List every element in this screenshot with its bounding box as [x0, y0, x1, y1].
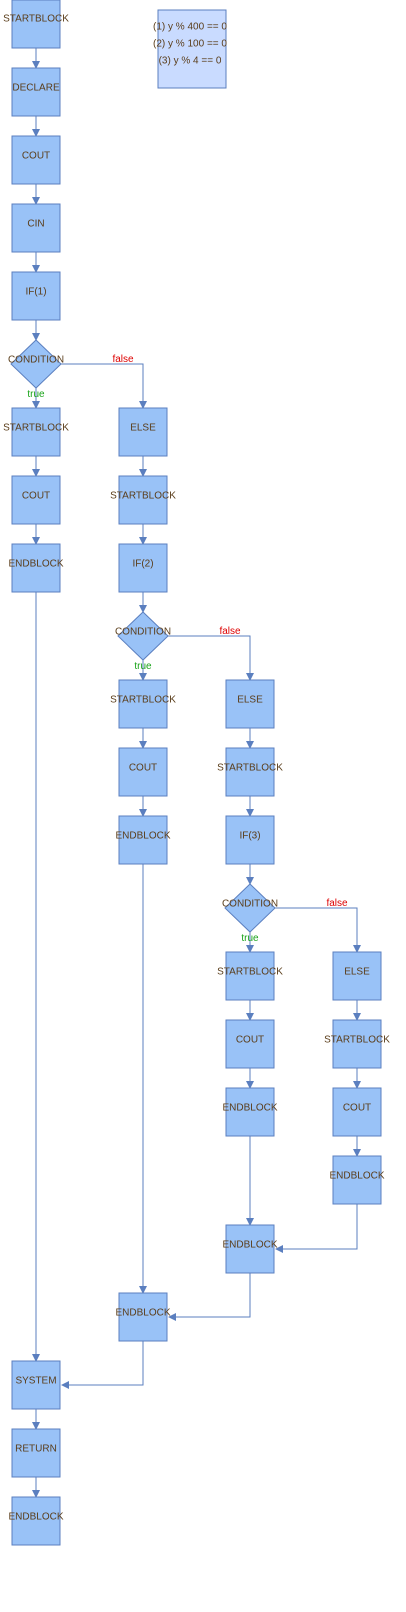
edge	[275, 1204, 358, 1253]
node-cout: COUT	[11, 475, 61, 525]
node-label: IF(2)	[132, 559, 153, 570]
node-label: CIN	[27, 219, 44, 230]
true-label: true	[134, 661, 152, 672]
node-label: ELSE	[237, 695, 263, 706]
edge-false	[275, 907, 361, 953]
true-label: true	[241, 933, 259, 944]
node-startblock: STARTBLOCK	[324, 1019, 390, 1069]
node-if-2: IF(2)	[118, 543, 168, 593]
node-declare: DECLARE	[11, 67, 61, 117]
node-label: STARTBLOCK	[3, 14, 69, 25]
node-cout: COUT	[332, 1087, 382, 1137]
node-condition-1: CONDITION	[8, 339, 64, 389]
node-startblock: STARTBLOCK	[110, 679, 176, 729]
edge-false	[168, 635, 254, 681]
node-label: ENDBLOCK	[8, 559, 63, 570]
node-label: COUT	[129, 763, 157, 774]
edges	[32, 48, 361, 1498]
node-label: ENDBLOCK	[329, 1171, 384, 1182]
node-endblock: ENDBLOCK	[8, 543, 64, 593]
node-label: DECLARE	[12, 83, 60, 94]
node-endblock: ENDBLOCK	[329, 1155, 385, 1205]
node-label: IF(1)	[25, 287, 46, 298]
node-cin: CIN	[11, 203, 61, 253]
edge-false	[61, 363, 147, 409]
node-endblock: ENDBLOCK	[115, 1292, 171, 1342]
node-label: COUT	[343, 1103, 371, 1114]
condition-note: (1) y % 400 == 0 (2) y % 100 == 0 (3) y …	[153, 9, 227, 89]
node-if-1: IF(1)	[11, 271, 61, 321]
node-else: ELSE	[118, 407, 168, 457]
false-label: false	[112, 354, 134, 365]
node-else: ELSE	[332, 951, 382, 1001]
node-condition-3: CONDITION	[222, 883, 278, 933]
node-label: SYSTEM	[15, 1376, 56, 1387]
node-startblock: STARTBLOCK	[217, 747, 283, 797]
node-label: ENDBLOCK	[222, 1103, 277, 1114]
false-label: false	[219, 626, 241, 637]
node-if-3: IF(3)	[225, 815, 275, 865]
node-startblock: STARTBLOCK	[217, 951, 283, 1001]
node-cout: COUT	[11, 135, 61, 185]
node-startblock: STARTBLOCK	[110, 475, 176, 525]
node-startblock: STARTBLOCK	[3, 0, 69, 49]
node-endblock: ENDBLOCK	[8, 1496, 64, 1546]
node-label: STARTBLOCK	[110, 695, 176, 706]
node-label: ELSE	[344, 967, 370, 978]
node-label: CONDITION	[8, 355, 64, 366]
node-label: ELSE	[130, 423, 156, 434]
node-endblock: ENDBLOCK	[115, 815, 171, 865]
node-cout: COUT	[225, 1019, 275, 1069]
node-label: CONDITION	[115, 627, 171, 638]
node-label: ENDBLOCK	[115, 831, 170, 842]
false-label: false	[326, 898, 348, 909]
edge	[61, 1341, 144, 1389]
node-label: STARTBLOCK	[217, 763, 283, 774]
true-label: true	[27, 389, 45, 400]
node-label: STARTBLOCK	[324, 1035, 390, 1046]
node-label: ENDBLOCK	[8, 1512, 63, 1523]
node-startblock: STARTBLOCK	[3, 407, 69, 457]
node-label: COUT	[22, 491, 50, 502]
note-line-3: (3) y % 4 == 0	[159, 56, 222, 67]
node-system: SYSTEM	[11, 1360, 61, 1410]
node-cout: COUT	[118, 747, 168, 797]
node-else: ELSE	[225, 679, 275, 729]
node-label: IF(3)	[239, 831, 260, 842]
node-endblock: ENDBLOCK	[222, 1224, 278, 1274]
node-label: COUT	[236, 1035, 264, 1046]
note-line-2: (2) y % 100 == 0	[153, 39, 227, 50]
node-label: STARTBLOCK	[3, 423, 69, 434]
node-label: RETURN	[15, 1444, 57, 1455]
node-label: STARTBLOCK	[110, 491, 176, 502]
node-label: ENDBLOCK	[115, 1308, 170, 1319]
note-line-1: (1) y % 400 == 0	[153, 22, 227, 33]
edge	[168, 1273, 251, 1321]
node-condition-2: CONDITION	[115, 611, 171, 661]
node-label: CONDITION	[222, 899, 278, 910]
node-endblock: ENDBLOCK	[222, 1087, 278, 1137]
node-label: ENDBLOCK	[222, 1240, 277, 1251]
node-label: STARTBLOCK	[217, 967, 283, 978]
node-label: COUT	[22, 151, 50, 162]
node-return: RETURN	[11, 1428, 61, 1478]
